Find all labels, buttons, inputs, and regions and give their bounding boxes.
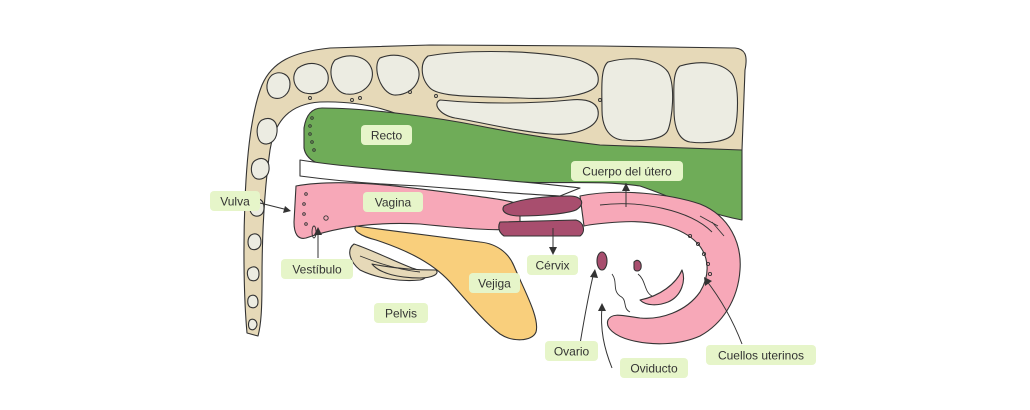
label-cuellos-uterinos: Cuellos uterinos [706, 345, 816, 365]
svg-text:Oviducto: Oviducto [630, 362, 678, 376]
label-vestibulo: Vestíbulo [281, 259, 353, 279]
label-ovario: Ovario [545, 341, 598, 361]
arrow-heads [283, 183, 712, 311]
label-vagina: Vagina [363, 192, 423, 212]
spine-bone [243, 44, 747, 337]
label-vejiga: Vejiga [469, 273, 520, 293]
uterus [579, 191, 741, 345]
bladder [354, 225, 538, 341]
label-cervix: Cérvix [527, 255, 578, 275]
svg-text:Vagina: Vagina [375, 196, 412, 210]
svg-text:Pelvis: Pelvis [385, 307, 417, 321]
vertebral-dots [308, 90, 602, 102]
oviduct [611, 273, 631, 313]
svg-text:Recto: Recto [371, 129, 403, 143]
label-pelvis: Pelvis [374, 303, 428, 323]
svg-text:Cuerpo del útero: Cuerpo del útero [582, 165, 672, 179]
svg-text:Vulva: Vulva [220, 195, 250, 209]
rectum-wall-dots [308, 116, 316, 152]
label-oviducto: Oviducto [620, 358, 688, 378]
vertebrae [246, 50, 739, 331]
pelvis-bone [349, 243, 438, 282]
svg-text:Vestíbulo: Vestíbulo [292, 263, 342, 277]
cervix [502, 195, 583, 217]
svg-text:Cuellos uterinos: Cuellos uterinos [718, 349, 804, 363]
svg-text:Ovario: Ovario [554, 345, 590, 359]
label-vulva: Vulva [210, 191, 260, 211]
uterine-horn-tip [639, 269, 685, 306]
uterine-folds [687, 215, 725, 277]
ovary [596, 251, 608, 271]
label-recto: Recto [361, 125, 412, 145]
oviduct-coil [637, 273, 653, 297]
svg-text:Cérvix: Cérvix [535, 259, 569, 273]
uterine-lumen [599, 203, 713, 233]
cervix-lower [498, 219, 585, 237]
label-cuerpo-del-utero: Cuerpo del útero [571, 161, 683, 181]
rectovaginal-space [299, 159, 581, 197]
ovary-small [633, 259, 642, 272]
svg-text:Vejiga: Vejiga [478, 277, 511, 291]
